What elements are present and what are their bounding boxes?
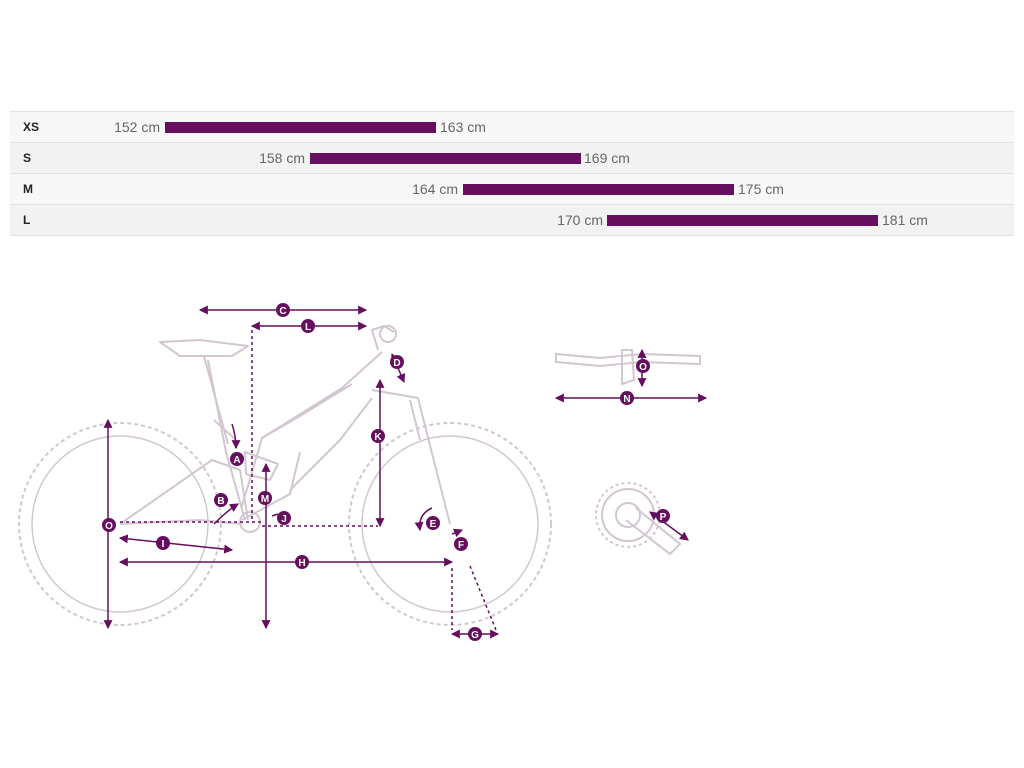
- label-j: J: [281, 514, 287, 525]
- rider-height-table: XS 152 cm 163 cm S 158 cm 169 cm M 164 c…: [10, 111, 1014, 236]
- handlebar: [555, 349, 701, 386]
- label-p-marker: P: [656, 509, 670, 523]
- label-e: E: [430, 519, 437, 530]
- max-height-label: 175 cm: [738, 181, 784, 197]
- label-q-marker: O: [636, 359, 650, 373]
- label-g-marker: G: [468, 627, 482, 641]
- size-label: S: [23, 151, 32, 165]
- label-j-marker: J: [277, 511, 291, 525]
- dimension-lines: [103, 305, 708, 639]
- size-row-xs: XS 152 cm 163 cm: [10, 112, 1014, 143]
- label-m-marker: M: [258, 491, 272, 505]
- label-n: N: [623, 394, 630, 405]
- min-height-label: 170 cm: [557, 212, 603, 228]
- label-c-marker: C: [276, 303, 290, 317]
- label-c: C: [279, 306, 286, 317]
- label-f-marker: F: [454, 537, 468, 551]
- label-e-marker: E: [426, 516, 440, 530]
- label-n-marker: N: [620, 391, 634, 405]
- max-height-label: 181 cm: [882, 212, 928, 228]
- label-d-marker: D: [390, 355, 404, 369]
- label-f: F: [458, 540, 464, 551]
- rear-wheel: [18, 422, 222, 626]
- label-l-marker: L: [301, 319, 315, 333]
- max-height-label: 169 cm: [584, 150, 630, 166]
- max-height-label: 163 cm: [440, 119, 486, 135]
- label-k: K: [374, 432, 382, 443]
- label-q: O: [639, 362, 647, 373]
- size-label: M: [23, 182, 33, 196]
- front-wheel: [348, 422, 552, 626]
- label-a: A: [233, 455, 240, 466]
- label-i: I: [162, 539, 165, 550]
- label-o: O: [105, 521, 113, 532]
- size-row-m: M 164 cm 175 cm: [10, 174, 1014, 205]
- min-height-label: 152 cm: [114, 119, 160, 135]
- label-h-marker: H: [295, 555, 309, 569]
- label-h: H: [298, 558, 305, 569]
- label-m: M: [261, 494, 269, 505]
- size-label: XS: [23, 120, 40, 134]
- label-a-marker: A: [230, 452, 244, 466]
- height-range-bar: [463, 184, 734, 195]
- label-p: P: [660, 512, 667, 523]
- label-b: B: [217, 496, 224, 507]
- size-row-s: S 158 cm 169 cm: [10, 143, 1014, 174]
- height-range-bar: [165, 122, 436, 133]
- min-height-label: 158 cm: [259, 150, 305, 166]
- size-label: L: [23, 213, 31, 227]
- label-b-marker: B: [214, 493, 228, 507]
- label-o-rear-marker: O: [102, 518, 116, 532]
- min-height-label: 164 cm: [412, 181, 458, 197]
- label-k-marker: K: [371, 429, 385, 443]
- label-g: G: [471, 630, 479, 641]
- label-i-marker: I: [156, 536, 170, 550]
- dimension-labels: C L D K A B M J O I H E F G N O P: [102, 303, 670, 641]
- height-range-bar: [310, 153, 581, 164]
- label-l: L: [305, 322, 311, 333]
- height-range-bar: [607, 215, 878, 226]
- label-d: D: [393, 358, 400, 369]
- size-row-l: L 170 cm 181 cm: [10, 205, 1014, 236]
